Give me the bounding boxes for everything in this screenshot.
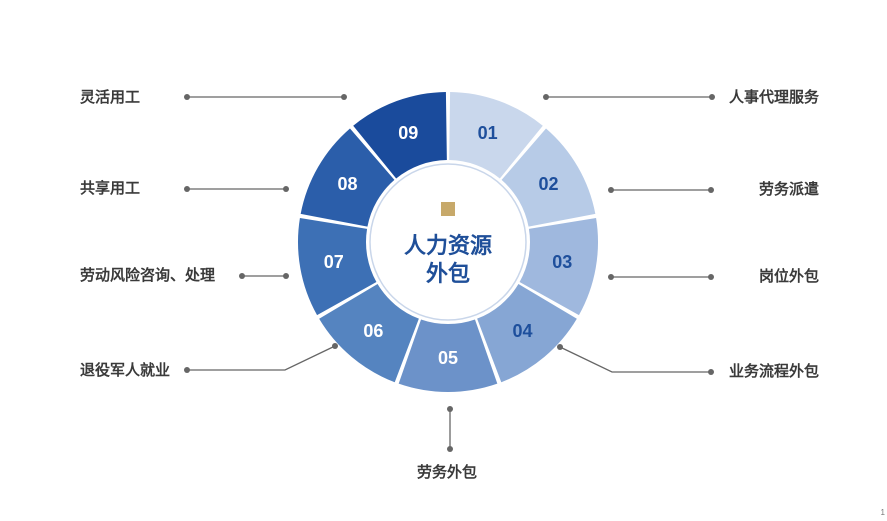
connector-01-start-dot bbox=[543, 94, 549, 100]
connector-02-start-dot bbox=[608, 187, 614, 193]
page-marker: 1 bbox=[880, 508, 885, 517]
ring-segment-06 bbox=[319, 283, 419, 383]
connector-03-end-dot bbox=[708, 274, 714, 280]
connector-06-end-dot bbox=[184, 367, 190, 373]
connector-05-start-dot bbox=[447, 406, 453, 412]
service-ring: 01 02 03 04 05 06 07 08 09 bbox=[298, 92, 598, 392]
connector-04 bbox=[559, 346, 711, 373]
connector-07-start-dot bbox=[283, 273, 289, 279]
connector-04-end-dot bbox=[708, 369, 714, 375]
connector-03-start-dot bbox=[608, 274, 614, 280]
ring-segment-07 bbox=[298, 218, 377, 316]
label-lhs-08: 共享用工 bbox=[80, 179, 141, 197]
center-circle bbox=[369, 163, 527, 321]
ring-segment-08 bbox=[300, 128, 395, 227]
connector-04-start-dot bbox=[557, 344, 563, 350]
label-rhs-04: 业务流程外包 bbox=[728, 362, 819, 380]
segment-number-05: 05 bbox=[438, 348, 458, 368]
label-lhs-09: 灵活用工 bbox=[80, 88, 141, 106]
segment-number-03: 03 bbox=[552, 252, 572, 272]
center-hub: 人力资源 外包 bbox=[369, 163, 527, 321]
ring-segment-02 bbox=[501, 128, 596, 227]
label-rhs-01: 人事代理服务 bbox=[728, 88, 819, 106]
ring-segment-04 bbox=[477, 283, 577, 383]
connector-lines bbox=[184, 94, 715, 452]
connector-09-start-dot bbox=[341, 94, 347, 100]
connector-02-end-dot bbox=[708, 187, 714, 193]
label-bottom-05: 劳务外包 bbox=[417, 463, 478, 481]
connector-05-end-dot bbox=[447, 446, 453, 452]
label-lhs-06: 退役军人就业 bbox=[80, 361, 171, 379]
connector-09-end-dot bbox=[184, 94, 190, 100]
connector-01-end-dot bbox=[709, 94, 715, 100]
connector-08-end-dot bbox=[184, 186, 190, 192]
connector-06 bbox=[187, 345, 336, 371]
segment-number-09: 09 bbox=[398, 123, 418, 143]
label-lhs-07: 劳动风险咨询、处理 bbox=[80, 266, 216, 284]
segment-number-06: 06 bbox=[363, 321, 383, 341]
connector-07-end-dot bbox=[239, 273, 245, 279]
center-title-line1: 人力资源 bbox=[404, 234, 492, 259]
segment-number-02: 02 bbox=[538, 174, 558, 194]
ring-segment-05 bbox=[398, 319, 498, 392]
segment-number-08: 08 bbox=[338, 174, 358, 194]
center-square-icon bbox=[441, 202, 455, 216]
connector-08-start-dot bbox=[283, 186, 289, 192]
center-title-line2: 外包 bbox=[426, 261, 470, 287]
segment-number-01: 01 bbox=[478, 123, 498, 143]
label-rhs-03: 岗位外包 bbox=[758, 267, 819, 285]
ring-segment-09 bbox=[353, 92, 447, 179]
connector-06-start-dot bbox=[332, 343, 338, 349]
segment-number-07: 07 bbox=[324, 252, 344, 272]
segment-number-04: 04 bbox=[513, 321, 533, 341]
ring-segment-03 bbox=[519, 218, 598, 316]
label-rhs-02: 劳务派遣 bbox=[758, 180, 819, 198]
ring-segment-01 bbox=[449, 92, 543, 179]
